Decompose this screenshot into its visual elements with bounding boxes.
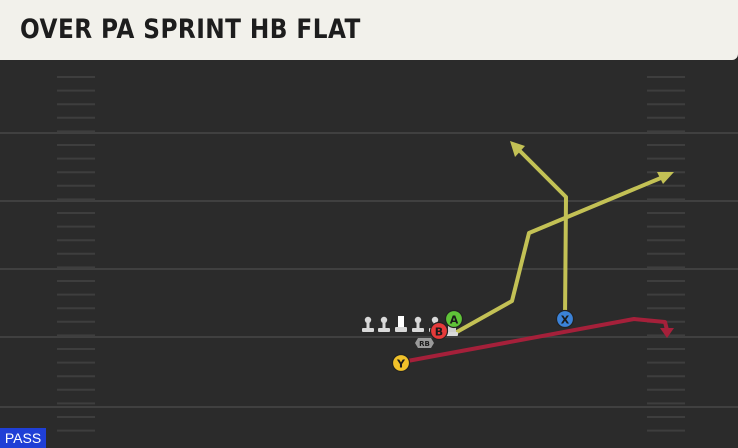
player-y[interactable]: Y bbox=[391, 353, 411, 373]
field-background bbox=[0, 60, 738, 448]
rb-tag bbox=[415, 338, 434, 348]
player-a-label: A bbox=[450, 314, 459, 327]
player-a[interactable]: A bbox=[444, 309, 464, 329]
arrow-head-icon bbox=[660, 328, 674, 338]
rb-marker: RB bbox=[415, 338, 434, 348]
a-button-icon bbox=[444, 309, 464, 329]
quarterback-icon bbox=[395, 316, 407, 332]
y-button-icon bbox=[391, 353, 411, 373]
player-b[interactable]: B bbox=[429, 321, 449, 341]
x-button-icon bbox=[555, 309, 575, 329]
route-a bbox=[453, 173, 670, 335]
rb-label: RB bbox=[419, 340, 430, 348]
arrow-head-icon bbox=[657, 172, 674, 184]
yard-lines bbox=[0, 132, 738, 408]
player-x[interactable]: X bbox=[555, 309, 575, 329]
routes bbox=[400, 141, 674, 364]
playbook-field: RB B A X Y bbox=[0, 60, 738, 448]
lineman-icon bbox=[378, 316, 390, 332]
lineman-icon bbox=[446, 326, 458, 336]
route-x bbox=[512, 143, 568, 321]
play-header: OVER PA SPRINT HB FLAT bbox=[0, 0, 738, 60]
player-y-label: Y bbox=[396, 358, 406, 371]
offensive-line bbox=[362, 316, 458, 336]
arrow-head-icon bbox=[510, 141, 525, 157]
hash-marks-left bbox=[57, 76, 95, 432]
pass-badge: PASS bbox=[0, 428, 46, 448]
player-b-label: B bbox=[435, 326, 443, 339]
lineman-icon bbox=[412, 316, 424, 332]
player-x-label: X bbox=[561, 314, 570, 327]
lineman-icon bbox=[362, 316, 374, 332]
route-y bbox=[400, 317, 669, 364]
play-title: OVER PA SPRINT HB FLAT bbox=[20, 14, 361, 45]
b-button-icon bbox=[429, 321, 449, 341]
